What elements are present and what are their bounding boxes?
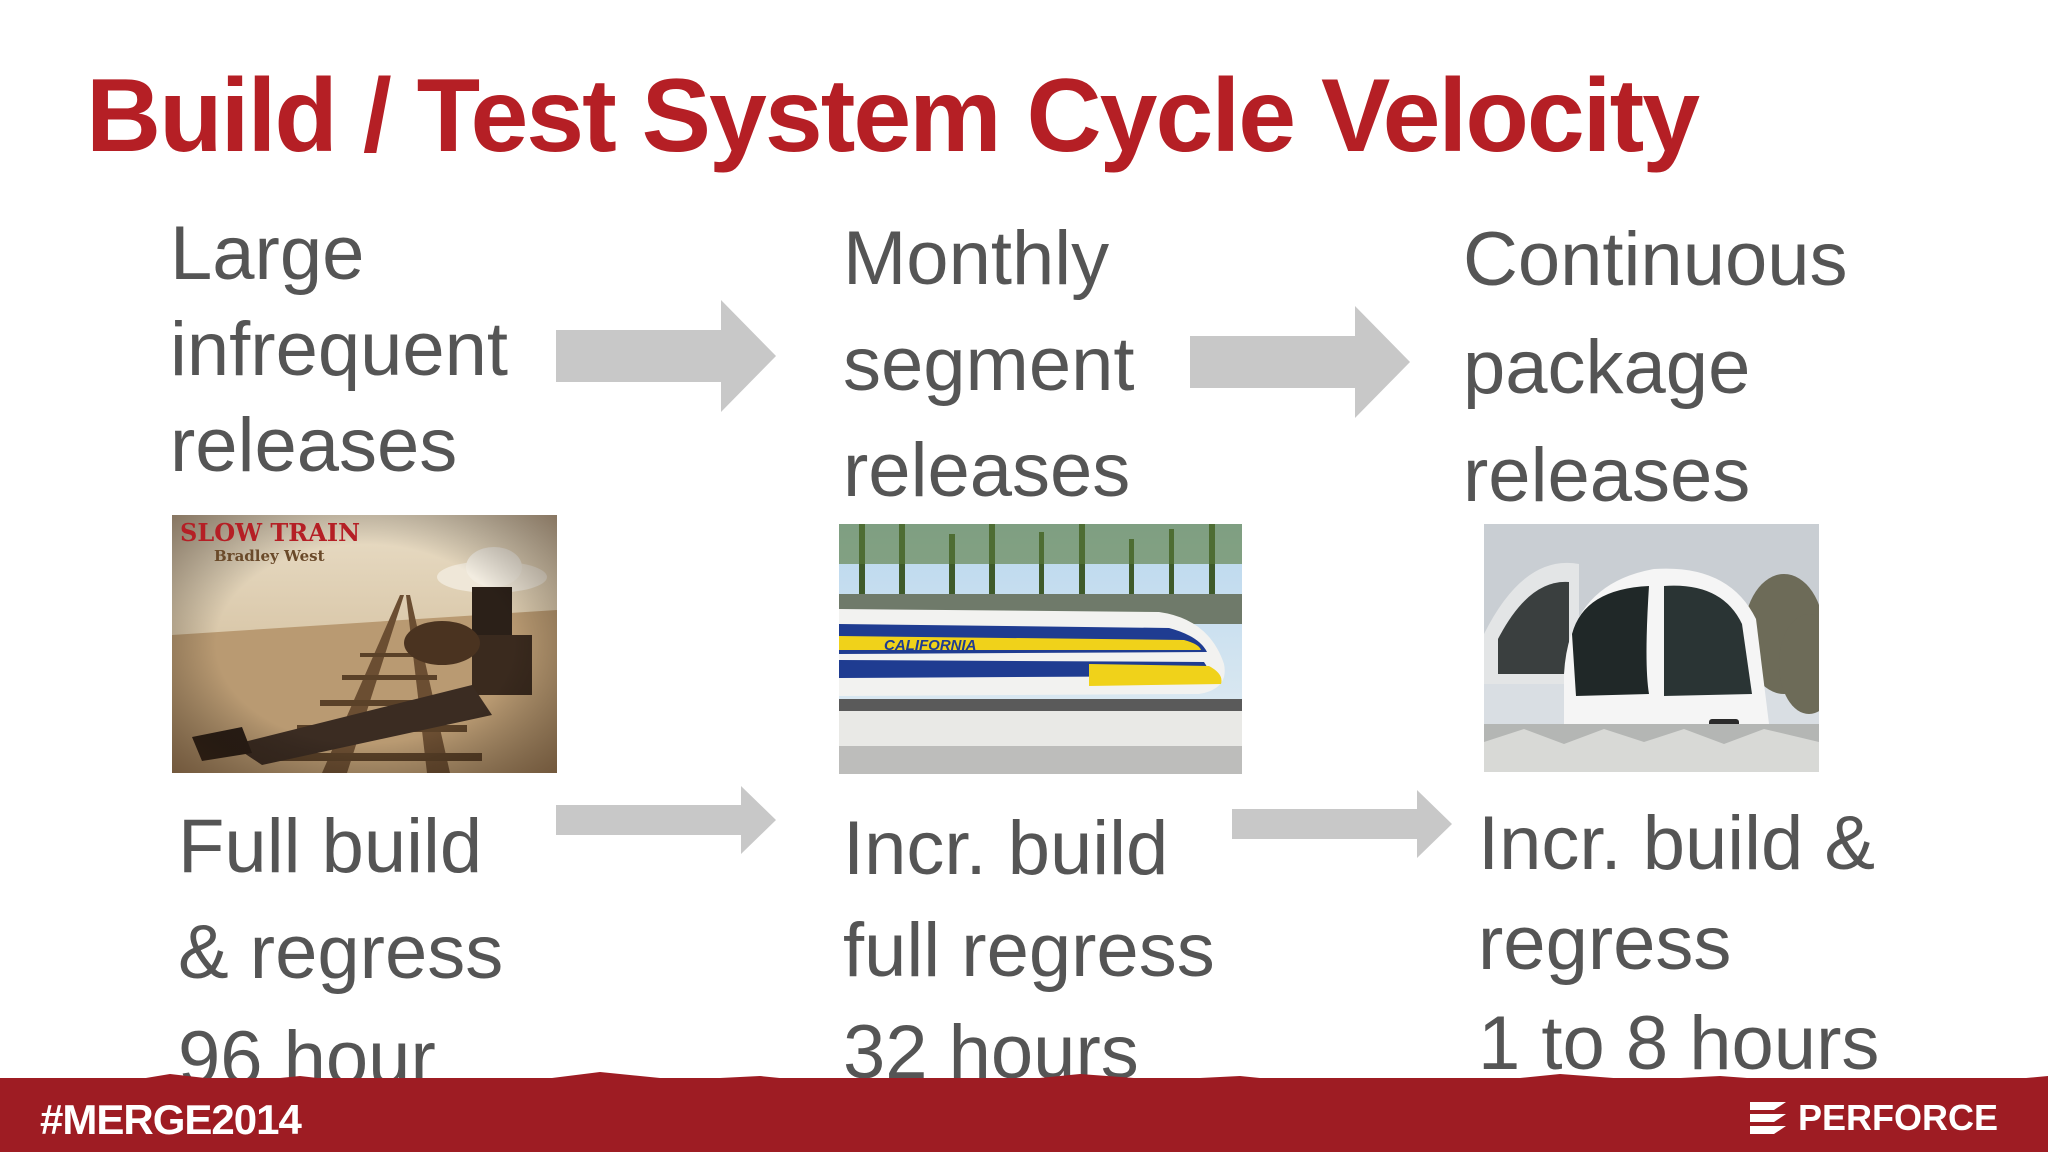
stage-2-bottom-line-2: full regress (843, 908, 1215, 993)
train-livery-text: CALIFORNIA (884, 637, 977, 654)
stage-3-bottom-line-1: Incr. build & (1478, 801, 1876, 886)
stage-2-bottom-line-1: Incr. build (843, 806, 1169, 891)
slow-train-cover-artist: Bradley West (214, 547, 325, 565)
footer-bar (0, 1078, 2048, 1152)
stage-1-bottom-line-2: & regress (178, 910, 504, 995)
stage-2-top-line-2: segment (843, 322, 1135, 407)
stage-3-top-line-1: Continuous (1463, 217, 1848, 302)
stage-1-top-line-2: infrequent (170, 307, 509, 392)
perforce-logo-icon (1749, 1102, 1786, 1134)
stage-3-top-text: Continuous package releases (1463, 206, 1848, 530)
stage-2-top-text: Monthly segment releases (843, 206, 1135, 524)
stage-1-top-text: Large infrequent releases (170, 206, 508, 494)
stage-2-top-line-1: Monthly (843, 216, 1110, 301)
top-arrow-1-icon (556, 300, 776, 412)
stage-3-bottom-line-2: regress (1478, 901, 1732, 986)
slow-train-image: SLOW TRAIN Bradley West (172, 515, 557, 773)
stage-1-bottom-line-1: Full build (178, 804, 483, 889)
footer-hashtag: #MERGE2014 (40, 1096, 302, 1143)
footer-brand-name: PERFORCE (1797, 1097, 1998, 1138)
stage-1-top-line-1: Large (170, 211, 365, 296)
bottom-arrow-1-icon (556, 786, 776, 854)
slow-train-cover-title: SLOW TRAIN (180, 518, 360, 547)
stage-2-bottom-text: Incr. build full regress 32 hours (843, 798, 1215, 1104)
stage-2-top-line-3: releases (843, 428, 1131, 513)
california-train-image: CALIFORNIA (839, 524, 1242, 774)
bottom-arrow-2-icon (1232, 790, 1452, 858)
prt-pod-image (1484, 524, 1819, 772)
slide-title: Build / Test System Cycle Velocity (86, 58, 1700, 174)
top-arrow-2-icon (1190, 306, 1410, 418)
footer-brand: PERFORCE (1746, 1097, 1998, 1139)
stage-3-bottom-text: Incr. build & regress 1 to 8 hours (1478, 794, 1879, 1094)
stage-3-top-line-3: releases (1463, 433, 1751, 518)
stage-3-top-line-2: package (1463, 325, 1751, 410)
stage-3-bottom-line-3: 1 to 8 hours (1478, 1001, 1880, 1086)
stage-1-top-line-3: releases (170, 403, 458, 488)
